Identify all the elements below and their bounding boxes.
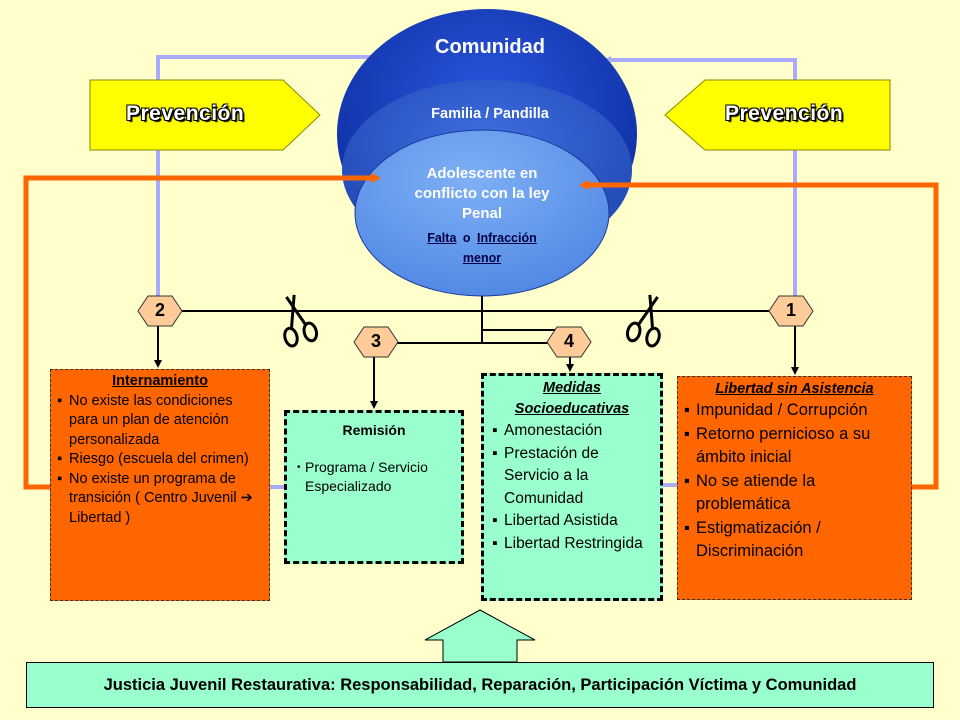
orange-feedback-loops	[23, 173, 939, 490]
number-badge-3	[353, 326, 399, 358]
number-label-3: 3	[370, 331, 381, 351]
prevention-label-left: Prevención	[126, 102, 245, 125]
list-item: Prestación de Servicio a la Comunidad	[492, 443, 652, 511]
list-item: Amonestación	[492, 420, 652, 443]
number-label-2: 2	[154, 300, 165, 320]
adolescent-label: Adolescente en conflicto con la ley Pena…	[414, 165, 550, 222]
up-arrow-icon	[424, 609, 536, 663]
restorative-justice-banner: Justicia Juvenil Restaurativa: Responsab…	[26, 662, 934, 708]
number-badge-4	[546, 326, 592, 358]
measures-list: Amonestación Prestación de Servicio a la…	[492, 420, 652, 555]
list-item: Retorno pernicioso a su ámbito inicial	[684, 423, 905, 470]
freedom-list: Impunidad / Corrupción Retorno pernicios…	[684, 399, 905, 564]
number-badge-2	[137, 295, 183, 327]
community-label: Comunidad	[435, 36, 545, 58]
socioeducational-measures-box: Medidas Socioeducativas Amonestación Pre…	[481, 373, 663, 601]
pentagon-arrow-icon-right	[664, 79, 891, 151]
scissors-icon-left	[283, 294, 319, 348]
list-item: No se atiende la problemática	[684, 470, 905, 517]
list-item: No existe las condiciones para un plan d…	[57, 392, 263, 451]
prevention-label-right: Prevención	[725, 102, 844, 125]
referral-list: Programa / Servicio Especializado	[297, 458, 451, 496]
list-item: Libertad Restringida	[492, 533, 652, 556]
list-item: Riesgo (escuela del crimen)	[57, 450, 263, 470]
referral-box: Remisión Programa / Servicio Especializa…	[284, 410, 464, 564]
measures-title: Medidas Socioeducativas	[514, 380, 630, 417]
internment-list: No existe las condiciones para un plan d…	[57, 392, 263, 529]
list-item: Programa / Servicio Especializado	[297, 458, 451, 496]
list-item: Estigmatización / Discriminación	[684, 517, 905, 564]
internment-title: Internamiento	[112, 373, 208, 389]
pentagon-arrow-icon-left	[89, 79, 321, 151]
family-gang-label: Familia / Pandilla	[431, 106, 549, 122]
number-label-4: 4	[563, 331, 574, 351]
list-item: Libertad Asistida	[492, 510, 652, 533]
falta-label: Falta	[427, 231, 457, 245]
freedom-without-assistance-box: Libertad sin Asistencia Impunidad / Corr…	[677, 376, 912, 600]
number-badge-1	[768, 295, 814, 327]
referral-title: Remisión	[342, 422, 406, 438]
scissors-icon-right	[625, 294, 661, 348]
internment-box: Internamiento No existe las condiciones …	[50, 369, 270, 601]
list-item: Impunidad / Corrupción	[684, 399, 905, 423]
number-label-1: 1	[785, 300, 796, 320]
list-item: No existe un programa de transición ( Ce…	[57, 470, 263, 529]
freedom-title: Libertad sin Asistencia	[715, 381, 874, 397]
infraccion-label: Infracción	[477, 231, 537, 245]
offense-type-label: Falta o Infracción menor	[395, 228, 569, 268]
menor-label: menor	[462, 251, 502, 265]
or-label: o	[462, 231, 471, 245]
